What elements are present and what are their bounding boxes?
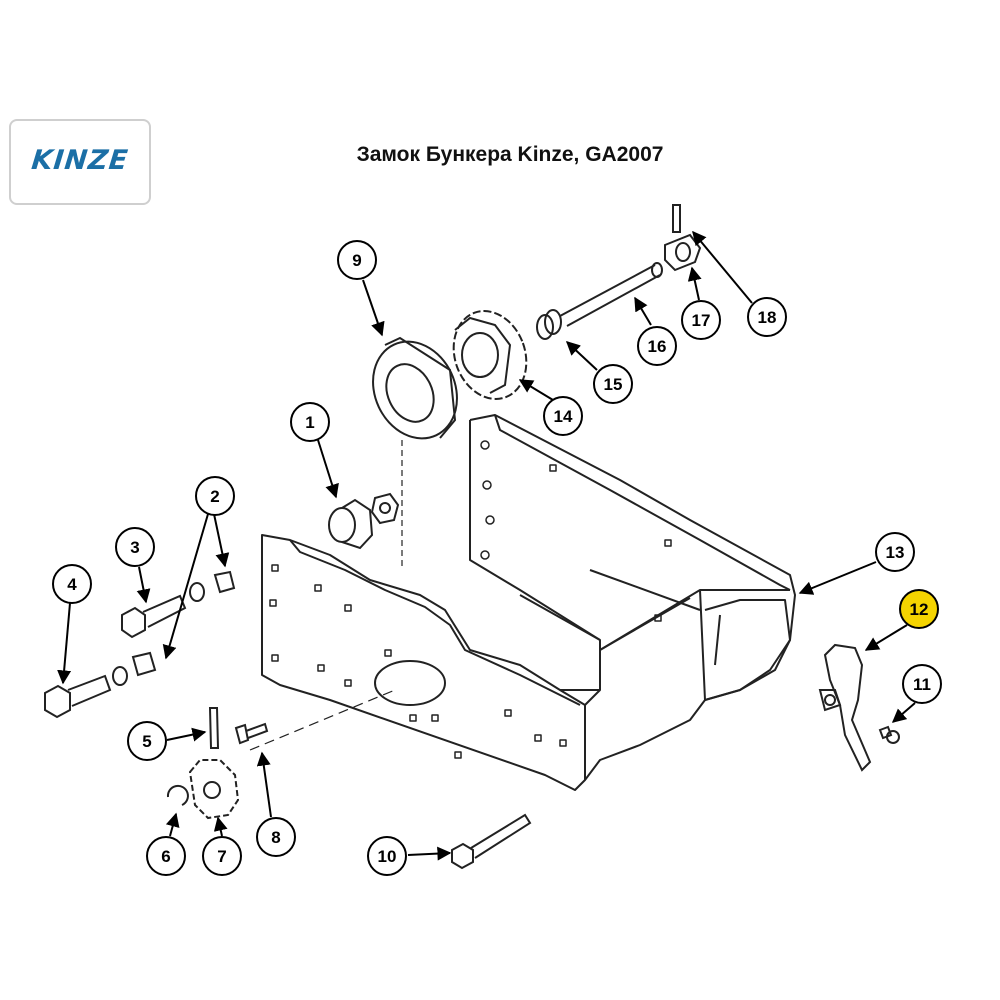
callout-11: 11 <box>902 664 942 704</box>
callout-18-label: 18 <box>758 308 777 327</box>
callout-14-label: 14 <box>554 407 573 426</box>
shaft-assembly <box>536 204 702 340</box>
leader-lines <box>57 230 916 861</box>
callout-9-label: 9 <box>352 251 361 270</box>
page-title: Замок Бункера Kinze, GA2007 <box>356 143 664 166</box>
callout-10-label: 10 <box>378 847 397 866</box>
bolts-parts-2-3-4 <box>44 570 236 719</box>
bolt-part-10 <box>451 813 532 870</box>
callout-8-label: 8 <box>271 828 280 847</box>
callout-13-label: 13 <box>886 543 905 562</box>
callout-10: 10 <box>367 836 407 876</box>
callout-15: 15 <box>593 364 633 404</box>
latch-part-12 <box>818 643 900 772</box>
callout-2-label: 2 <box>210 487 219 506</box>
callouts: 1 2 3 4 5 6 7 8 9 10 11 12 13 14 15 16 1… <box>52 240 942 876</box>
callout-6-label: 6 <box>161 847 170 866</box>
callout-17: 17 <box>681 300 721 340</box>
gear-parts-5-8 <box>166 689 396 820</box>
callout-17-label: 17 <box>692 311 711 330</box>
callout-7-label: 7 <box>217 847 226 866</box>
sprocket-part-14 <box>452 310 528 400</box>
bushing-part-1 <box>328 492 400 550</box>
callout-1-label: 1 <box>305 413 314 432</box>
callout-1: 1 <box>290 402 330 442</box>
callout-16-label: 16 <box>648 337 667 356</box>
callout-11-label: 11 <box>913 675 931 694</box>
callout-5-label: 5 <box>142 732 151 751</box>
callout-2: 2 <box>195 476 235 516</box>
callout-12-label: 12 <box>910 600 929 619</box>
callout-4: 4 <box>52 564 92 604</box>
kinze-logo: KINZE <box>9 119 151 205</box>
callout-3: 3 <box>115 527 155 567</box>
callout-14: 14 <box>543 396 583 436</box>
flange-part-9 <box>372 336 458 570</box>
callout-4-label: 4 <box>67 575 77 594</box>
callout-7: 7 <box>202 836 242 876</box>
callout-8: 8 <box>256 817 296 857</box>
callout-12: 12 <box>899 589 939 629</box>
callout-18: 18 <box>747 297 787 337</box>
callout-15-label: 15 <box>604 375 623 394</box>
callout-3-label: 3 <box>130 538 139 557</box>
callout-6: 6 <box>146 836 186 876</box>
frame-bracket <box>261 414 796 791</box>
callout-13: 13 <box>875 532 915 572</box>
callout-5: 5 <box>127 721 167 761</box>
callout-16: 16 <box>637 326 677 366</box>
callout-9: 9 <box>337 240 377 280</box>
